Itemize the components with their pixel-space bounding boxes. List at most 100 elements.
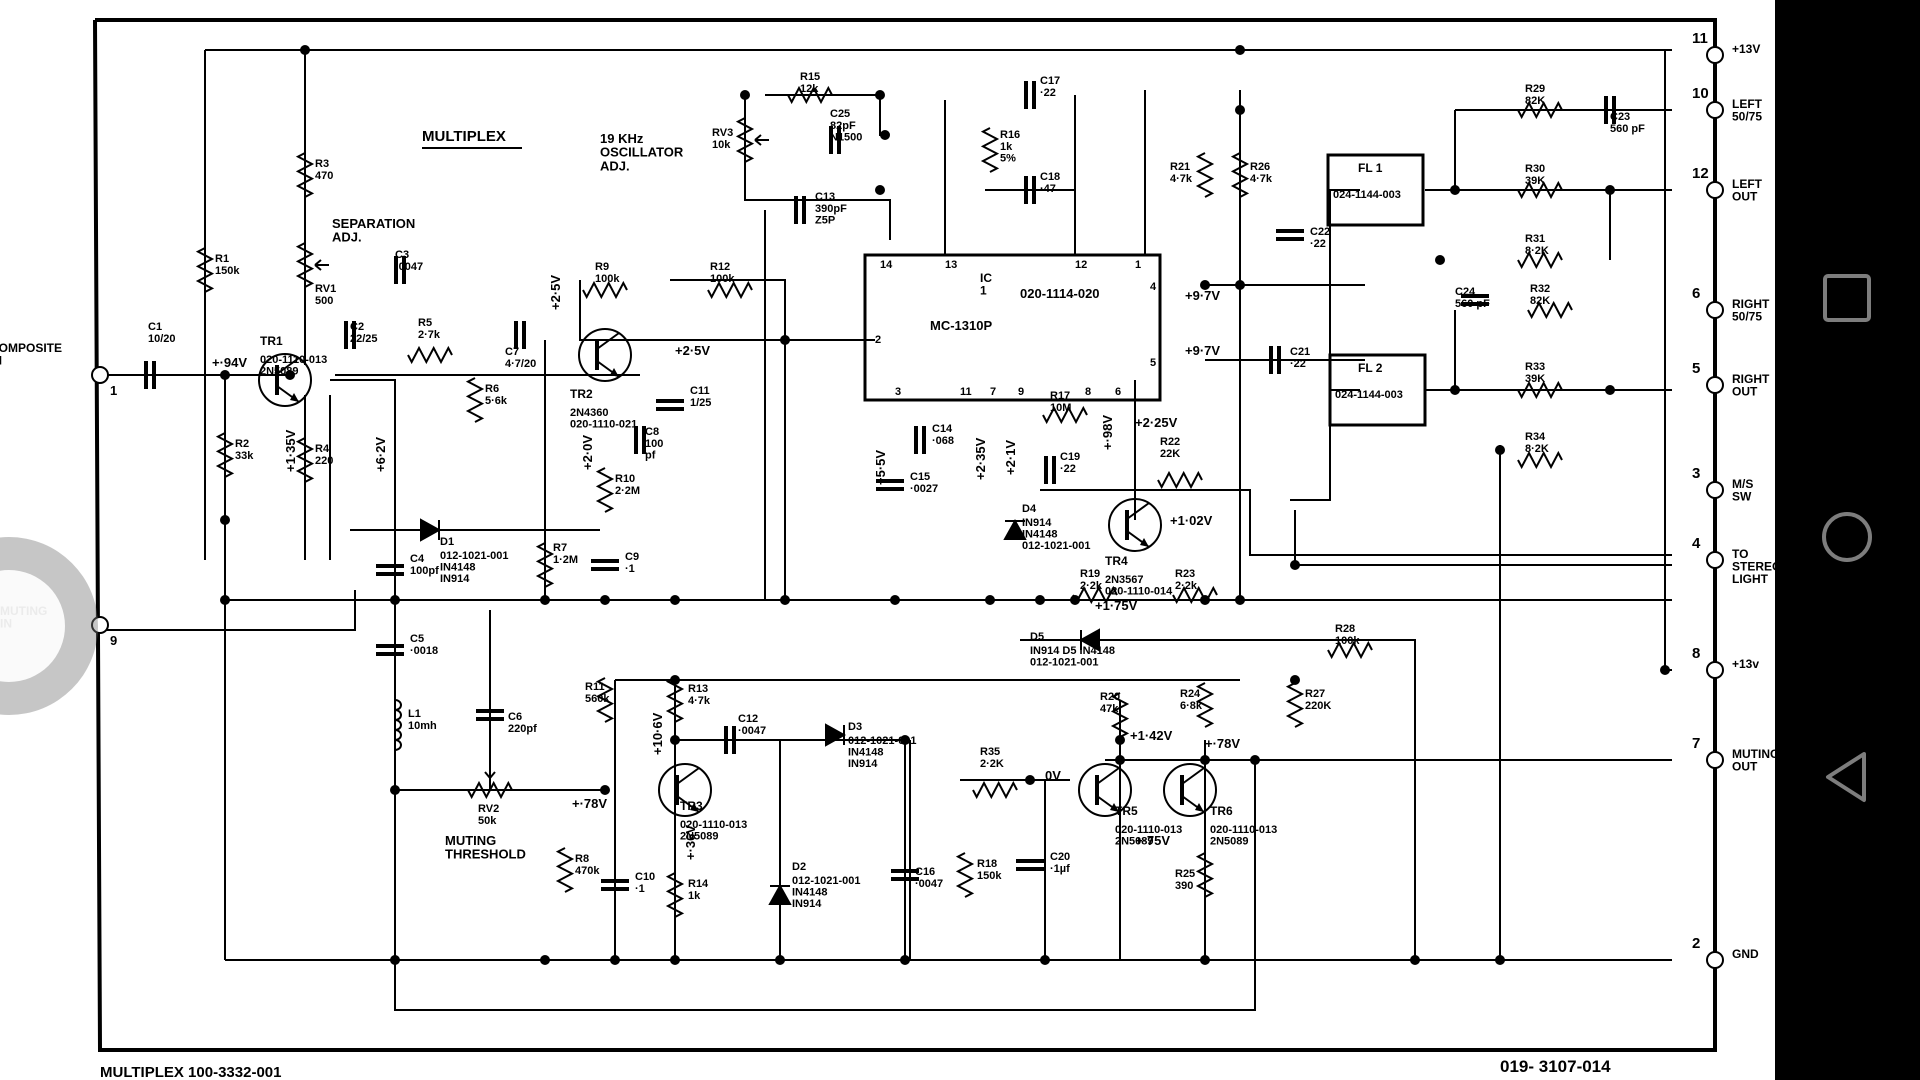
pot-ref: RV2 xyxy=(478,803,499,815)
resistor-symbol xyxy=(1110,692,1130,738)
recents-square-icon[interactable] xyxy=(1812,263,1882,333)
terminal-pin: 4 xyxy=(1692,535,1701,552)
junction-dot xyxy=(220,515,230,525)
junction-dot xyxy=(1115,755,1125,765)
junction-dot xyxy=(1235,105,1245,115)
voltage-label: +1·35V xyxy=(283,429,298,472)
resistor-value: 2·2k xyxy=(1080,580,1103,592)
capacitor-ref: C16 xyxy=(915,866,935,878)
junction-dot xyxy=(1040,955,1050,965)
resistor-symbol xyxy=(1517,250,1563,270)
ic-pin-number: 6 xyxy=(1115,386,1121,398)
output-terminal xyxy=(1706,101,1724,119)
capacitor-value: 22/25 xyxy=(350,333,378,345)
back-triangle-icon[interactable] xyxy=(1812,742,1882,812)
resistor-symbol xyxy=(595,677,615,723)
resistor-ref: R32 xyxy=(1530,283,1550,295)
diagram-title: MULTIPLEX xyxy=(422,128,506,145)
terminal-name: COMPOSITEIN xyxy=(0,341,62,368)
resistor-ref: R18 xyxy=(977,858,997,870)
voltage-label: +·78V xyxy=(1205,736,1240,751)
capacitor-ref: C4 xyxy=(410,553,425,565)
diode-ref: D4 xyxy=(1022,503,1037,515)
capacitor-ref: C20 xyxy=(1050,851,1070,863)
transistor-ref: TR6 xyxy=(1210,804,1233,818)
voltage-label: +10·6V xyxy=(650,712,665,755)
pot-ref: RV1 xyxy=(315,283,336,295)
resistor-value: 150k xyxy=(215,265,240,277)
capacitor-ref: C9 xyxy=(625,551,639,563)
labels: R1150kR233kR3470R4220R52·7kR65·6kR71·2MR… xyxy=(0,30,1775,1080)
capacitor-value: 1/25 xyxy=(690,397,711,409)
resistor-ref: R1 xyxy=(215,253,229,265)
resistor-symbol xyxy=(1157,470,1203,490)
capacitor-ref: C8 xyxy=(645,426,659,438)
junction-dot xyxy=(1495,955,1505,965)
terminal-name: +13V xyxy=(1732,42,1760,56)
resistor-ref: R14 xyxy=(688,878,709,890)
capacitor-ref: C15 xyxy=(910,471,930,483)
resistor-ref: R35 xyxy=(980,746,1000,758)
resistor-symbol xyxy=(1517,450,1563,470)
resistor-ref: R25 xyxy=(1175,868,1195,880)
junction-dot xyxy=(1250,755,1260,765)
voltage-label: +·94V xyxy=(212,355,247,370)
resistor-symbol xyxy=(1042,405,1088,425)
terminal-name: +13v xyxy=(1732,657,1759,671)
resistor-value: 390 xyxy=(1175,880,1193,892)
transistor-collector xyxy=(1181,767,1205,785)
voltage-label: +2·35V xyxy=(973,437,988,480)
resistor-value: 100k xyxy=(1335,635,1360,647)
wire xyxy=(330,379,1256,1011)
junction-dot xyxy=(1290,560,1300,570)
resistor-ref: R4 xyxy=(315,443,330,455)
wire xyxy=(1020,639,1416,960)
resistor-value: 4·7k xyxy=(1170,173,1193,185)
junction-dot xyxy=(600,785,610,795)
resistor-value: 33k xyxy=(235,450,254,462)
transistor-arrow xyxy=(1195,803,1204,812)
ic-pin-number: 9 xyxy=(1018,386,1024,398)
junction-dot xyxy=(1660,665,1670,675)
resistor-ref: R31 xyxy=(1525,233,1545,245)
junction-dot xyxy=(1435,255,1445,265)
capacitor-ref: C21 xyxy=(1290,346,1310,358)
output-terminal xyxy=(1706,376,1724,394)
junction-dot xyxy=(540,595,550,605)
capacitor-ref: C5 xyxy=(410,633,424,645)
home-circle-icon[interactable] xyxy=(1812,502,1882,572)
diode-ref: D3 xyxy=(848,721,862,733)
capacitor-ref: C6 xyxy=(508,711,522,723)
voltage-label: +1·42V xyxy=(1130,728,1173,743)
junction-dot xyxy=(670,675,680,685)
voltage-label: +·78V xyxy=(572,796,607,811)
resistor-ref: R5 xyxy=(418,317,432,329)
resistor-value: 150k xyxy=(977,870,1002,882)
capacitor-value: ·1 xyxy=(625,563,635,575)
resistor-symbol xyxy=(1517,380,1563,400)
resistor-value: 8·2K xyxy=(1525,443,1549,455)
ic-pin-number: 2 xyxy=(875,334,881,346)
diode-ref: D1 xyxy=(440,536,454,548)
transistor-symbol xyxy=(1163,763,1217,817)
junction-dot xyxy=(1200,955,1210,965)
terminal-pin: 8 xyxy=(1692,645,1700,662)
junction-dot xyxy=(900,955,910,965)
capacitor-value: ·0047 xyxy=(915,878,943,890)
voltage-label: 0V xyxy=(1045,768,1061,783)
junction-dot xyxy=(1605,385,1615,395)
junction-dot xyxy=(1200,280,1210,290)
pot-ref: RV3 xyxy=(712,127,733,139)
ic-pin-number: 4 xyxy=(1150,281,1157,293)
capacitor-value: ·0047 xyxy=(395,261,423,273)
resistor-ref: R13 xyxy=(688,683,708,695)
capacitor-ref: C1 xyxy=(148,321,162,333)
capacitor-value: ·22 xyxy=(1290,358,1306,370)
transistor-arrow xyxy=(290,393,299,402)
resistor-ref: R12 xyxy=(710,261,730,273)
